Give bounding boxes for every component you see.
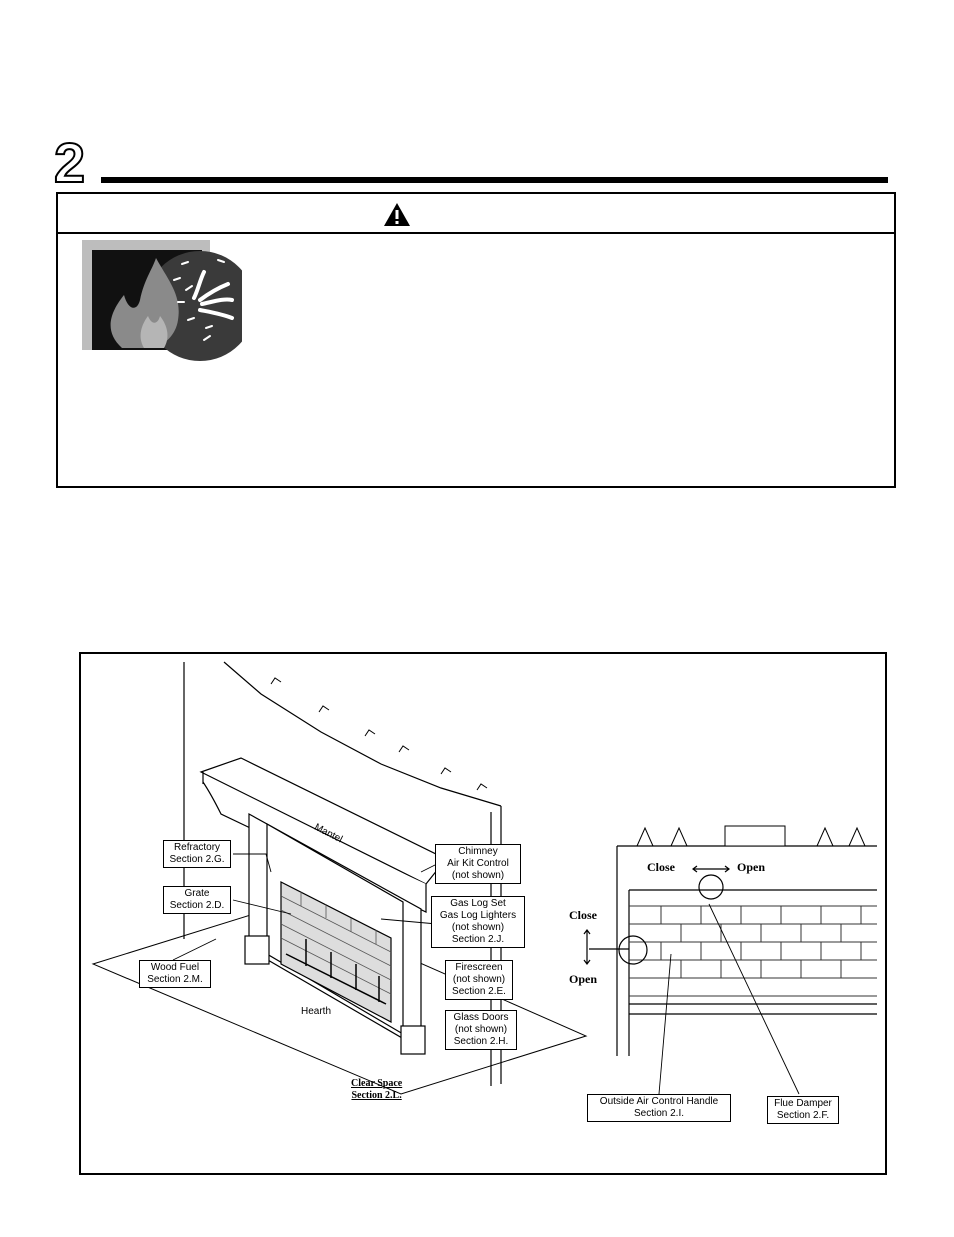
label-hearth: Hearth: [301, 1006, 332, 1017]
label-clear-space: Clear Space Section 2.L.: [351, 1078, 403, 1101]
warning-header: [58, 194, 894, 234]
fireplace-drawing: [91, 661, 877, 1095]
callout-chimney: Chimney Air Kit Control (not shown): [435, 844, 521, 884]
label-close-side: Close: [569, 908, 597, 922]
label-close-top: Close: [647, 860, 675, 874]
fire-hazard-pictogram-icon: [82, 240, 242, 361]
section-title-rule: [101, 177, 888, 183]
fireplace-diagram: Refractory Section 2.G. Grate Section 2.…: [79, 652, 887, 1175]
callout-firescreen: Firescreen (not shown) Section 2.E.: [445, 960, 513, 1000]
label-open-side: Open: [569, 972, 598, 986]
warning-triangle-icon: [384, 203, 410, 226]
callout-gas-log-set: Gas Log Set Gas Log Lighters (not shown)…: [431, 896, 525, 948]
callout-refractory: Refractory Section 2.G.: [163, 840, 231, 868]
label-open-top: Open: [737, 860, 766, 874]
section-number: 2: [53, 134, 86, 190]
callout-grate: Grate Section 2.D.: [163, 886, 231, 914]
svg-text:2: 2: [54, 134, 85, 190]
callout-glass-doors: Glass Doors (not shown) Section 2.H.: [445, 1010, 517, 1050]
callout-flue-damper: Flue Damper Section 2.F.: [767, 1096, 839, 1124]
callout-wood-fuel: Wood Fuel Section 2.M.: [139, 960, 211, 988]
callout-outside-air-control: Outside Air Control Handle Section 2.I.: [587, 1094, 731, 1122]
warning-box: [56, 192, 896, 488]
